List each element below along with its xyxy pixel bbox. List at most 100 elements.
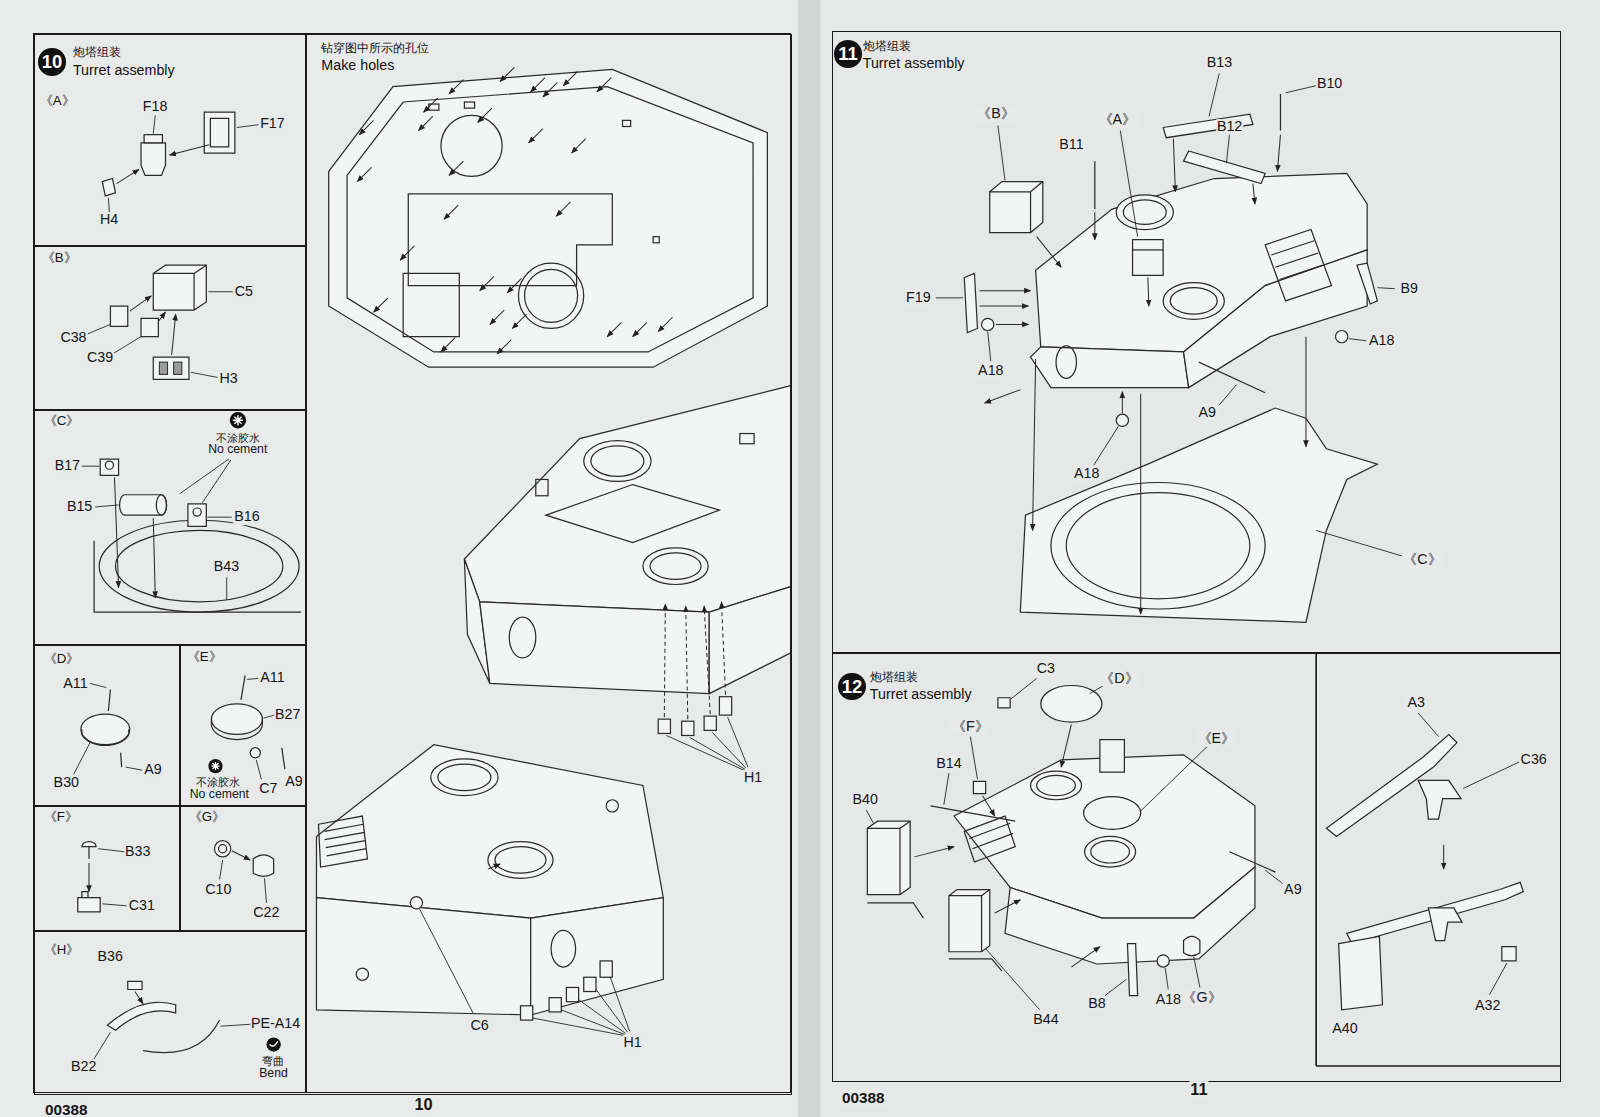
turret-upper-view <box>650 553 701 580</box>
part-h-sketch <box>143 1020 220 1053</box>
step-12-sketch <box>1041 686 1102 723</box>
step-11-sketch <box>990 182 1043 233</box>
hole-arrow <box>374 298 388 312</box>
part-e-sketch <box>256 760 261 779</box>
hole-arrow <box>507 278 521 292</box>
part-number: C22 <box>252 905 280 921</box>
sub-step-letter: 《B》 <box>42 251 77 266</box>
turret-lower-view <box>410 897 422 909</box>
turret-upper-view <box>664 604 665 717</box>
part-number: B9 <box>1399 281 1418 297</box>
part-number: C6 <box>469 1018 489 1034</box>
part-b-sketch <box>86 265 233 379</box>
step-11-sketch <box>1094 426 1118 465</box>
part-h-sketch <box>135 992 143 1004</box>
step-12-sketch <box>949 959 1002 971</box>
step-11-sketch <box>1020 408 1377 622</box>
turret-upper-view <box>682 721 694 735</box>
part-a-sketch <box>170 145 210 155</box>
hole-arrow <box>478 108 492 122</box>
turret-top-view <box>653 237 659 243</box>
hole-arrow <box>480 276 494 290</box>
hole-arrow <box>563 71 577 85</box>
part-b-sketch <box>159 362 167 374</box>
step-12-sketch <box>1100 740 1124 773</box>
part-d-sketch <box>90 683 106 687</box>
part-number: A18 <box>1155 992 1182 1008</box>
part-number: B12 <box>1216 119 1243 135</box>
part-d-sketch <box>121 753 122 767</box>
part-number: 弯曲 <box>261 1055 285 1067</box>
hole-arrow <box>500 67 514 81</box>
turret-lower-view <box>551 930 575 967</box>
turret-upper-view <box>728 717 748 767</box>
part-number: A11 <box>62 676 88 692</box>
step-11-sketch <box>996 324 1029 325</box>
step-11-sketch <box>1184 250 1368 388</box>
step-11-sketch <box>1036 173 1368 352</box>
step-heading: Turret assembly <box>73 63 175 79</box>
turret-lower-view <box>438 764 491 791</box>
step-12-sketch <box>1141 747 1207 811</box>
part-number: A32 <box>1474 998 1501 1014</box>
page-number: 00388 <box>841 1090 886 1107</box>
part-b-sketch <box>158 312 165 321</box>
part-number: C31 <box>128 898 156 914</box>
part-number: H4 <box>99 213 119 229</box>
part-f-sketch <box>82 892 88 898</box>
step-12-sketch <box>973 781 985 793</box>
part-h-sketch <box>221 1024 253 1026</box>
turret-top-view <box>525 269 578 322</box>
part-h-sketch <box>107 1002 175 1030</box>
part-g-sketch <box>219 845 227 853</box>
sub-step-letter: 《H》 <box>44 943 80 958</box>
turret-lower-view <box>495 847 546 874</box>
part-b-sketch <box>86 324 110 334</box>
turret-upper-view <box>584 441 651 482</box>
part-b-sketch <box>153 357 189 379</box>
sub-step-panel: 《A》 <box>33 33 305 246</box>
part-number: C38 <box>59 330 87 346</box>
part-b-sketch <box>153 265 206 310</box>
part-d-sketch <box>74 743 90 775</box>
part-number: B30 <box>53 775 80 791</box>
machine-gun-sketch <box>1490 963 1507 995</box>
part-f-sketch <box>88 847 89 859</box>
page-ground <box>806 0 1600 1117</box>
part-d-sketch <box>74 683 142 774</box>
step-12-sketch <box>1229 852 1275 872</box>
part-number: B44 <box>1032 1013 1059 1029</box>
part-number: C10 <box>204 882 232 898</box>
part-number: B10 <box>1316 76 1343 92</box>
part-c-sketch <box>207 517 231 518</box>
part-number: B15 <box>66 499 93 515</box>
part-number: A9 <box>1283 882 1302 898</box>
step-12-sketch <box>949 890 990 952</box>
step-11-sketch <box>1066 493 1250 599</box>
step-frame: 12炮塔组装Turret assembly <box>832 653 1562 1082</box>
part-number: B13 <box>1206 55 1233 71</box>
step-11-sketch <box>1173 139 1175 192</box>
part-number: B22 <box>70 1059 97 1075</box>
sub-step-panel: 《G》 <box>180 806 306 932</box>
step-11-sketch <box>1133 249 1164 250</box>
turret-upper-view <box>480 602 710 694</box>
step-12-sketch <box>1061 724 1071 767</box>
step-11-sketch <box>980 306 1029 307</box>
part-a-sketch <box>102 112 260 212</box>
step-12-sketch <box>1265 870 1282 883</box>
machine-gun-sketch <box>1418 713 1438 736</box>
turret-upper-view <box>509 617 536 658</box>
part-b-sketch <box>191 372 218 377</box>
part-number: A3 <box>1407 695 1426 711</box>
turret-top-view <box>518 263 583 328</box>
sub-step-letter: 《A》 <box>40 94 75 109</box>
turret-lower-view <box>549 998 561 1012</box>
part-f-sketch <box>98 849 125 852</box>
turret-upper-view <box>719 697 731 715</box>
machine-gun-sketch <box>1463 762 1519 789</box>
part-g-sketch <box>214 841 230 857</box>
hole-arrow <box>449 161 463 175</box>
step-12-sketch <box>1105 979 1126 995</box>
